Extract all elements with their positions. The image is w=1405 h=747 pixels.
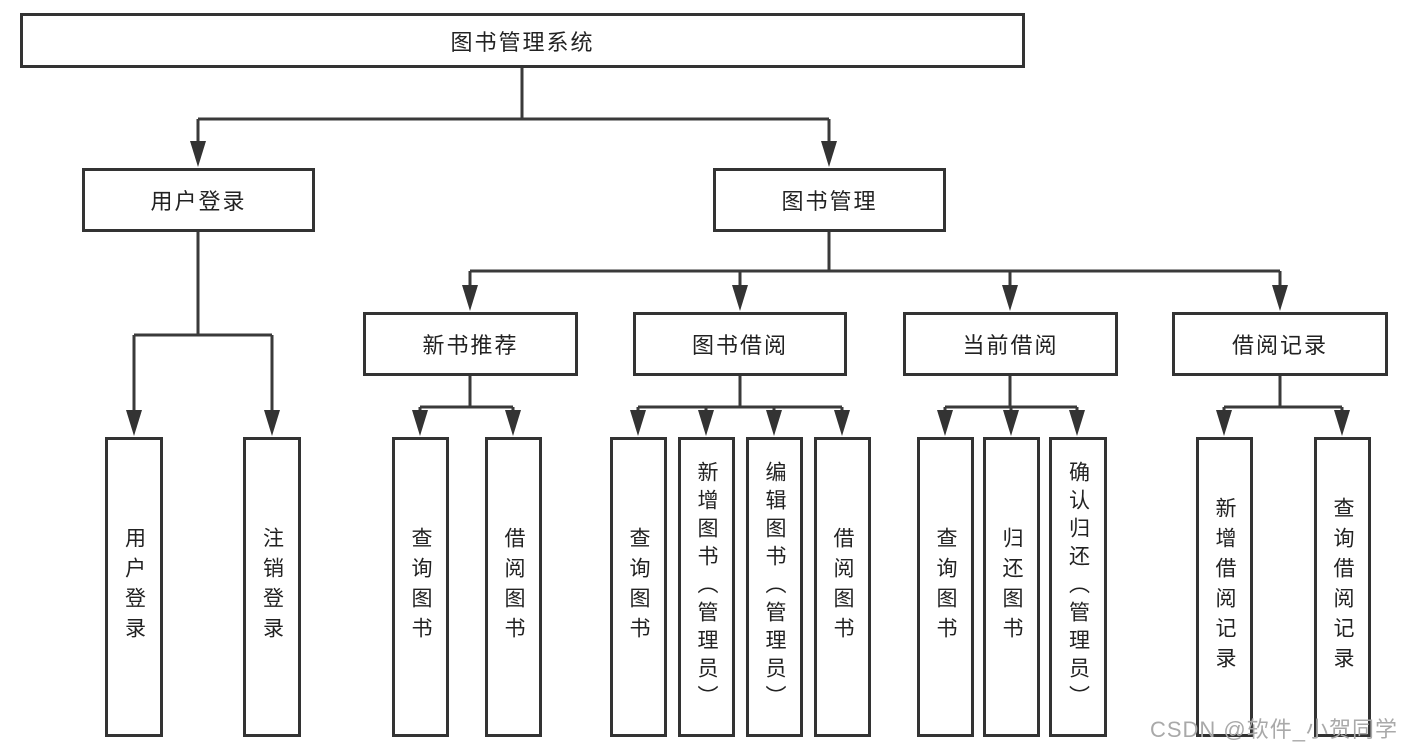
leaf-logout: 注销登录	[243, 437, 301, 737]
leaf-bb-add-books-admin: 新增图书（管理员）	[678, 437, 735, 737]
csdn-watermark: CSDN @软件_小贺同学	[1149, 717, 1398, 742]
leaf-bb-query-books: 查询图书	[610, 437, 667, 737]
arrowheads-book-borrow	[630, 410, 850, 436]
node-book-borrowing: 图书借阅	[633, 312, 847, 376]
node-system-root: 图书管理系统	[20, 13, 1025, 68]
leaf-bb-borrow-books: 借阅图书	[814, 437, 871, 737]
leaf-bb-edit-books-admin: 编辑图书（管理员）	[746, 437, 803, 737]
leaf-cb-query-books: 查询图书	[917, 437, 974, 737]
node-borrowing-records: 借阅记录	[1172, 312, 1388, 376]
leaf-cb-return-books: 归还图书	[983, 437, 1040, 737]
node-current-borrowing: 当前借阅	[903, 312, 1118, 376]
leaf-br-add-record: 新增借阅记录	[1196, 437, 1253, 737]
leaf-nbr-query-books: 查询图书	[392, 437, 449, 737]
arrowheads-root	[190, 141, 837, 167]
arrowheads-new-book	[412, 410, 521, 436]
node-user-login: 用户登录	[82, 168, 315, 232]
leaf-user-login: 用户登录	[105, 437, 163, 737]
arrowheads-borrow-records	[1216, 410, 1350, 436]
arrowheads-current-borrow	[937, 410, 1085, 436]
leaf-nbr-borrow-books: 借阅图书	[485, 437, 542, 737]
leaf-cb-confirm-return-admin: 确认归还（管理员）	[1049, 437, 1107, 737]
arrowheads-book-mgmt	[462, 285, 1288, 311]
node-new-book-recommend: 新书推荐	[363, 312, 578, 376]
arrowheads-user-login	[126, 410, 280, 436]
leaf-br-query-record: 查询借阅记录	[1314, 437, 1371, 737]
node-book-management: 图书管理	[713, 168, 946, 232]
